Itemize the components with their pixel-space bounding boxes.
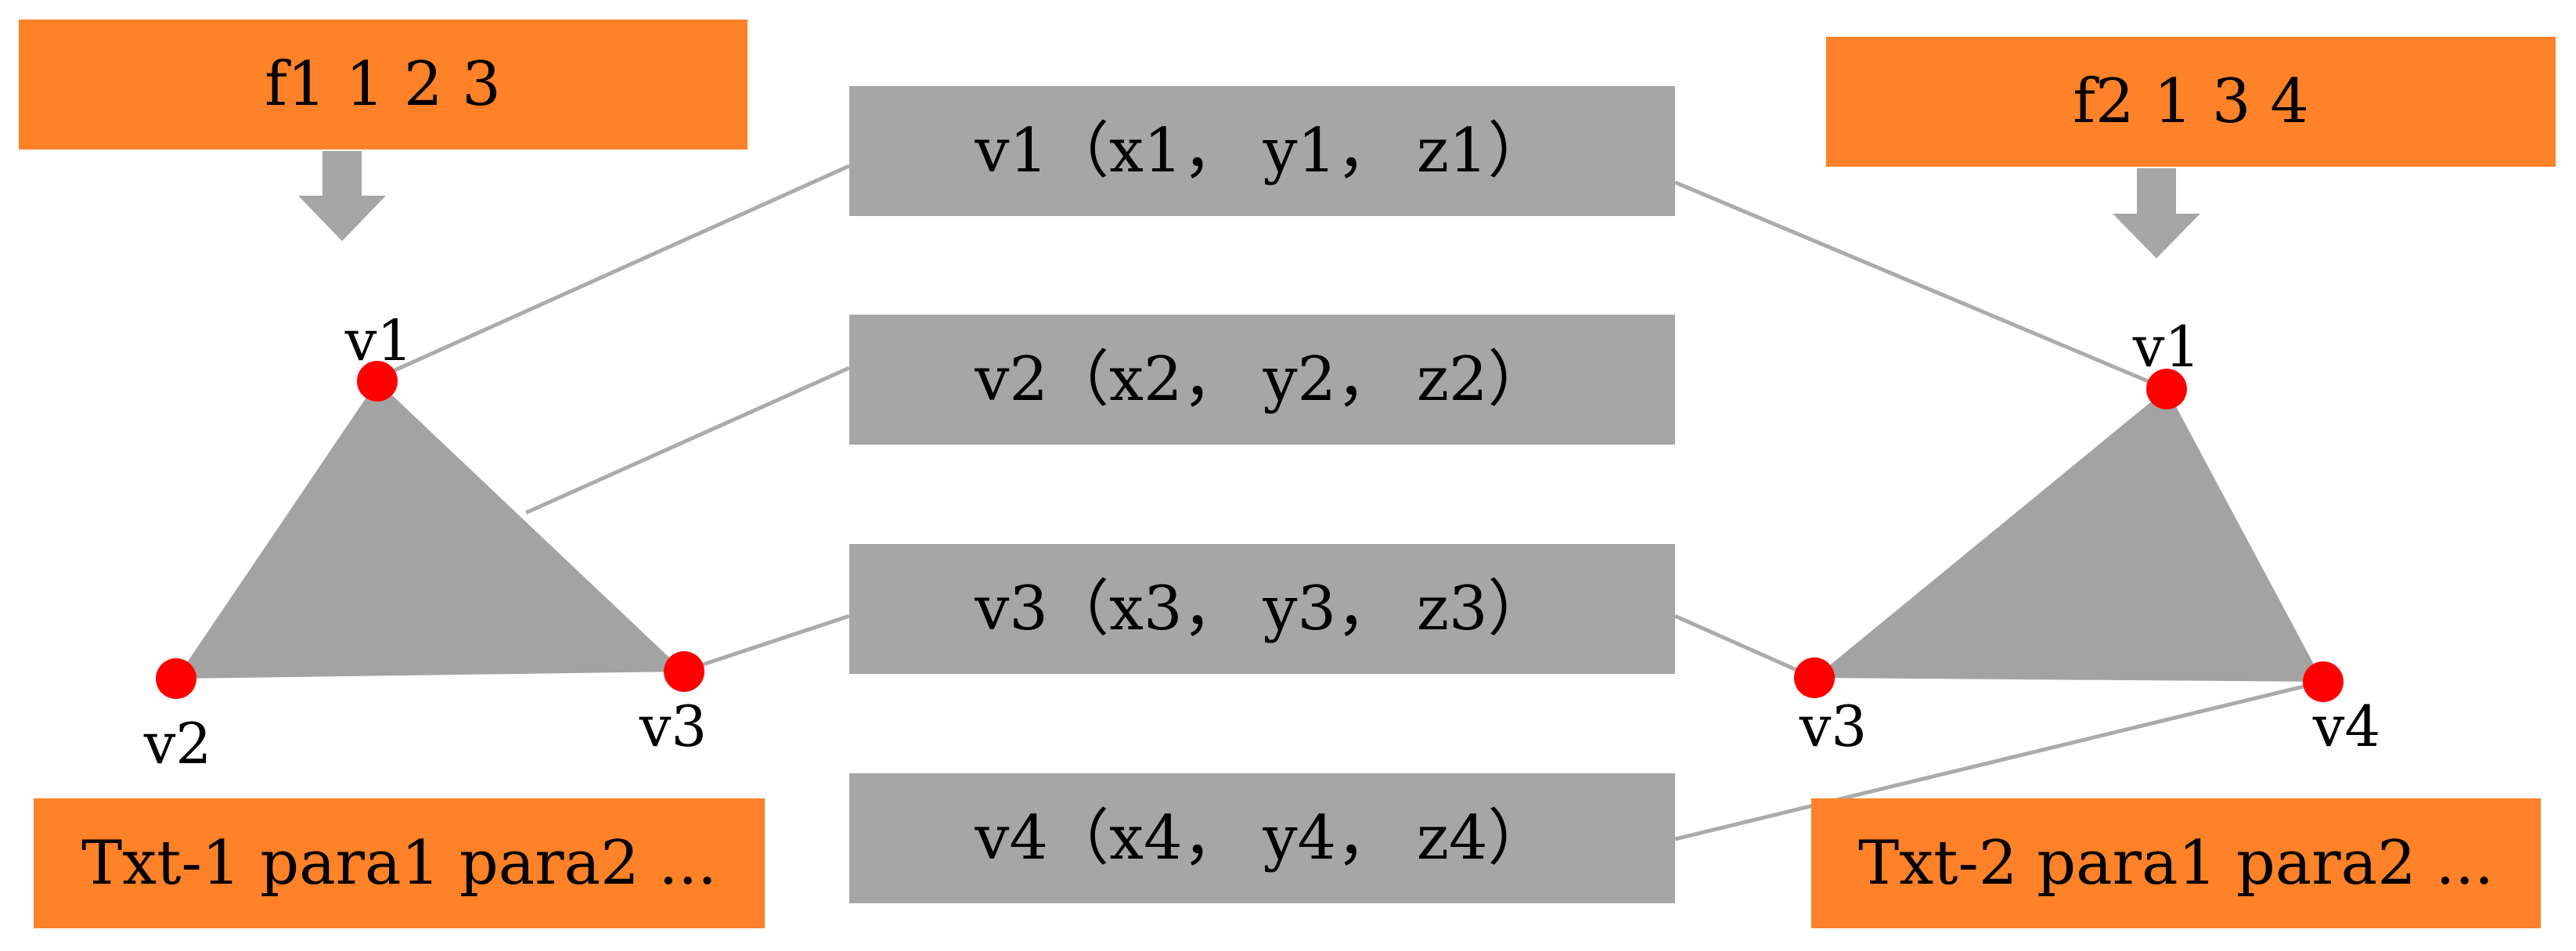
face2-footer-text: Txt-2 para1 para2 ... <box>1858 828 2494 899</box>
vertex-list-item-v1-box <box>849 86 1675 216</box>
vertex-list-item-v4-box <box>849 773 1675 903</box>
face2-header-text: f2 1 3 4 <box>2073 67 2309 137</box>
vertex-list-item-v1-text: v1（x1， y1， z1） <box>974 116 1548 186</box>
face1-vertex-v3-label: v3 <box>639 693 707 759</box>
face2-vertex-v3-dot <box>1794 657 1835 698</box>
vertex-list-item-v3-text: v3（x3， y3， z3） <box>974 574 1548 644</box>
face2-vertex-v1-dot <box>2146 369 2187 409</box>
face2-triangle <box>1814 389 2323 682</box>
face2-vertex-v1-label: v1 <box>2132 314 2200 380</box>
face2-vertex-v4-label: v4 <box>2312 693 2380 759</box>
vertex-list-item-v3-box <box>849 544 1675 674</box>
face1-vertex-v1-dot <box>357 361 398 402</box>
connector-v2-left <box>524 366 851 515</box>
face1-vertex-v2-dot <box>156 658 196 699</box>
vertex-list-item-v2-text: v2（x2， y2， z2） <box>974 344 1548 415</box>
face2-footer-box <box>1811 798 2541 928</box>
face1-footer-box <box>34 798 765 928</box>
face1-vertex-v3-dot <box>664 651 704 692</box>
connector-v1-left <box>374 164 851 381</box>
face1-header-text: f1 1 2 3 <box>265 49 501 120</box>
face2-vertex-v4-dot <box>2303 661 2344 702</box>
connector-v1-right <box>1674 180 2167 391</box>
face2-vertex-v3-label: v3 <box>1799 693 1867 759</box>
vertex-list-item-v2-box <box>849 315 1675 445</box>
face1-vertex-v2-label: v2 <box>143 711 211 776</box>
connector-v3-right <box>1673 614 1816 680</box>
face2-header-box <box>1826 37 2556 167</box>
face1-triangle <box>176 381 684 679</box>
face2-down-arrow <box>2113 168 2200 258</box>
face1-footer-text: Txt-1 para1 para2 ... <box>81 828 717 899</box>
face1-down-arrow <box>298 151 386 241</box>
vertex-list-item-v4-text: v4（x4， y4， z4） <box>974 803 1548 874</box>
face1-vertex-v1-label: v1 <box>344 308 413 373</box>
connector-v4-right <box>1674 679 2324 841</box>
connector-v3-left <box>686 614 850 672</box>
face1-header-box <box>19 20 748 149</box>
connector-lines <box>374 164 2324 841</box>
